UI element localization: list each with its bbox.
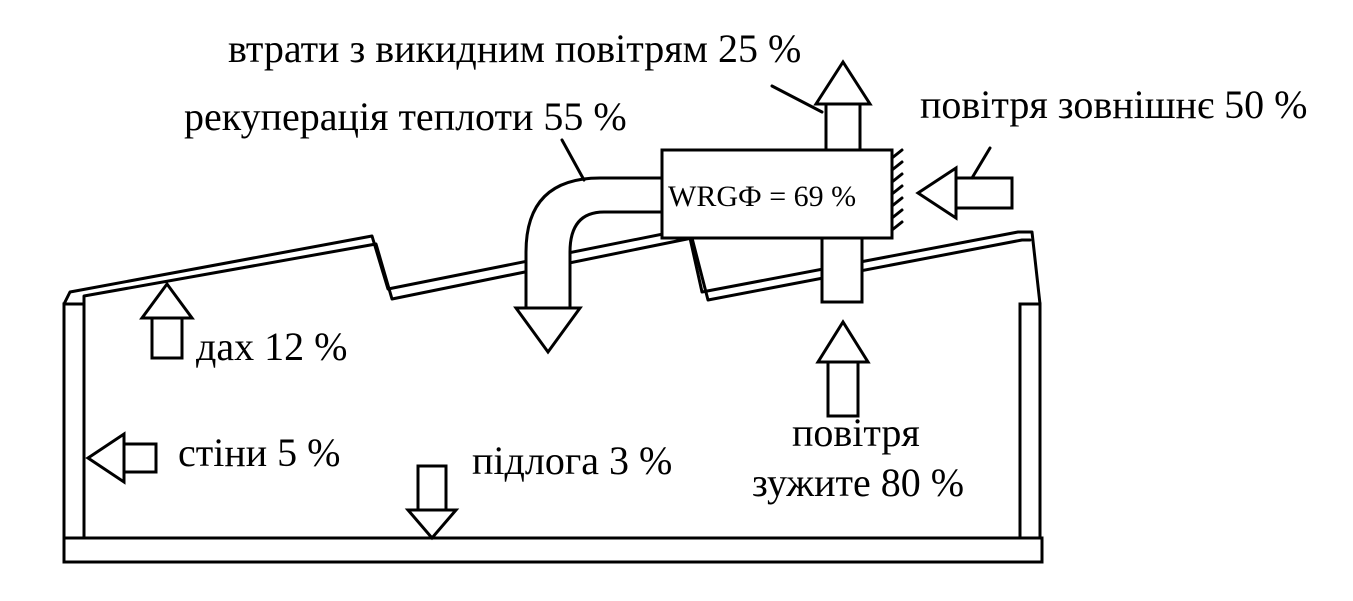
heat-recovery-label: рекуперація теплоти 55 % bbox=[184, 94, 627, 139]
used-air-duct bbox=[820, 234, 864, 304]
roof-label: дах 12 % bbox=[196, 324, 347, 369]
used-air-label-line2: зужите 80 % bbox=[752, 460, 964, 505]
used-air-label-line1: повітря bbox=[792, 410, 920, 455]
right-wall bbox=[1018, 302, 1042, 540]
outside-air-arrow bbox=[915, 165, 1014, 221]
floor-label: підлога 3 % bbox=[472, 438, 672, 483]
exhaust-leader-line bbox=[770, 84, 824, 114]
outside-air-leader-line bbox=[970, 146, 992, 180]
exhaust-loss-label: втрати з викидним повітрям 25 % bbox=[228, 26, 801, 71]
floor-loss-arrow bbox=[404, 464, 460, 541]
recovery-pipe bbox=[524, 176, 668, 310]
unit-hatching bbox=[890, 148, 904, 238]
outside-air-label: повітря зовнішнє 50 % bbox=[920, 82, 1307, 127]
left-wall bbox=[62, 302, 86, 540]
roof-loss-arrow bbox=[139, 281, 195, 360]
walls-label: стіни 5 % bbox=[178, 430, 340, 475]
unit-label: WRGФ = 69 % bbox=[668, 180, 856, 213]
recovery-arrow-head bbox=[513, 306, 583, 355]
used-air-arrow bbox=[815, 319, 871, 418]
exhaust-arrow bbox=[813, 59, 873, 154]
recovery-leader-line bbox=[560, 138, 586, 182]
floor-slab bbox=[62, 536, 1044, 564]
wall-loss-arrow bbox=[85, 431, 158, 485]
